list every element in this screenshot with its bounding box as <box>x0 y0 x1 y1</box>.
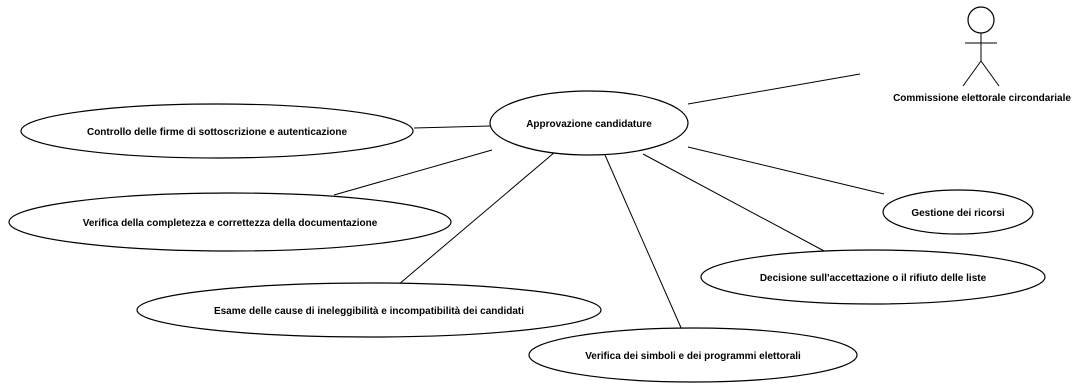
use-case-central-ellipse <box>489 90 689 156</box>
use-case-firme-label: Controllo delle firme di sottoscrizione … <box>87 127 347 138</box>
use-case-decisione-ellipse <box>700 249 1046 305</box>
use-case-decisione: Decisione sull'accettazione o il rifiuto… <box>700 249 1046 305</box>
use-case-decisione-label: Decisione sull'accettazione o il rifiuto… <box>760 273 987 284</box>
association-central-simboli <box>604 154 683 331</box>
actor-label: Commissione elettorale circondariale <box>893 93 1071 104</box>
use-case-ineleggibilita: Esame delle cause di ineleggibilità e in… <box>136 282 602 338</box>
association-actor-central <box>687 73 861 105</box>
actor-right-leg <box>980 60 1000 87</box>
use-case-documentazione-label: Verifica della completezza e correttezza… <box>83 218 378 229</box>
use-case-ineleggibilita-label: Esame delle cause di ineleggibilità e in… <box>214 306 524 317</box>
actor: Commissione elettorale circondariale <box>893 6 1071 104</box>
use-case-ricorsi-ellipse <box>882 189 1034 235</box>
use-case-central-label: Approvazione candidature <box>526 119 652 130</box>
use-case-simboli-ellipse <box>528 327 858 383</box>
association-central-decisione <box>642 153 827 253</box>
use-case-simboli-label: Verifica dei simboli e dei programmi ele… <box>585 351 801 362</box>
association-central-documentazione <box>333 149 493 196</box>
association-central-firme <box>413 125 491 129</box>
associations <box>333 73 885 331</box>
association-central-ricorsi <box>687 146 885 195</box>
actor-left-leg <box>962 60 982 87</box>
use-case-documentazione-ellipse <box>8 192 452 252</box>
use-case-firme: Controllo delle firme di sottoscrizione … <box>20 103 414 159</box>
use-case-ineleggibilita-ellipse <box>136 282 602 338</box>
actor-head <box>967 6 995 34</box>
use-case-central: Approvazione candidature <box>489 90 689 156</box>
use-case-ricorsi-label: Gestione dei ricorsi <box>911 208 1005 219</box>
use-case-ricorsi: Gestione dei ricorsi <box>882 189 1034 235</box>
use-case-firme-ellipse <box>20 103 414 159</box>
use-case-documentazione: Verifica della completezza e correttezza… <box>8 192 452 252</box>
use-case-simboli: Verifica dei simboli e dei programmi ele… <box>528 327 858 383</box>
association-central-ineleggibilita <box>397 151 556 286</box>
